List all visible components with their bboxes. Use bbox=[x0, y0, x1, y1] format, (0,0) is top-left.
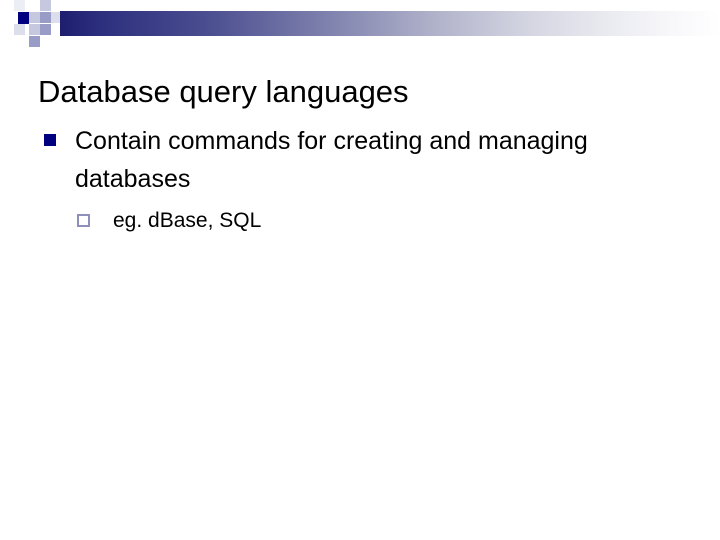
bullet-level2-text: eg. dBase, SQL bbox=[113, 209, 262, 232]
square-mid-c bbox=[29, 36, 40, 47]
filled-square-bullet-icon bbox=[44, 134, 56, 146]
slide-header-decoration bbox=[0, 0, 720, 48]
square-light-c bbox=[29, 12, 40, 23]
square-faint-a bbox=[14, 0, 25, 11]
bullet-level1-text: Contain commands for creating and managi… bbox=[75, 127, 588, 193]
bullet-level1: Contain commands for creating and managi… bbox=[40, 122, 615, 198]
gradient-bar bbox=[60, 11, 720, 36]
square-pale-a bbox=[14, 24, 25, 35]
page-title: Database query languages bbox=[38, 73, 409, 109]
hollow-square-bullet-icon bbox=[77, 214, 90, 227]
square-light-b bbox=[40, 0, 51, 11]
square-mid-b bbox=[40, 24, 51, 35]
square-pale-b bbox=[51, 12, 60, 23]
square-light-a bbox=[29, 24, 40, 35]
square-mid-a bbox=[40, 12, 51, 23]
slide-body: Contain commands for creating and managi… bbox=[40, 122, 670, 236]
square-navy bbox=[18, 12, 29, 24]
bullet-level2: eg. dBase, SQL bbox=[75, 206, 613, 236]
